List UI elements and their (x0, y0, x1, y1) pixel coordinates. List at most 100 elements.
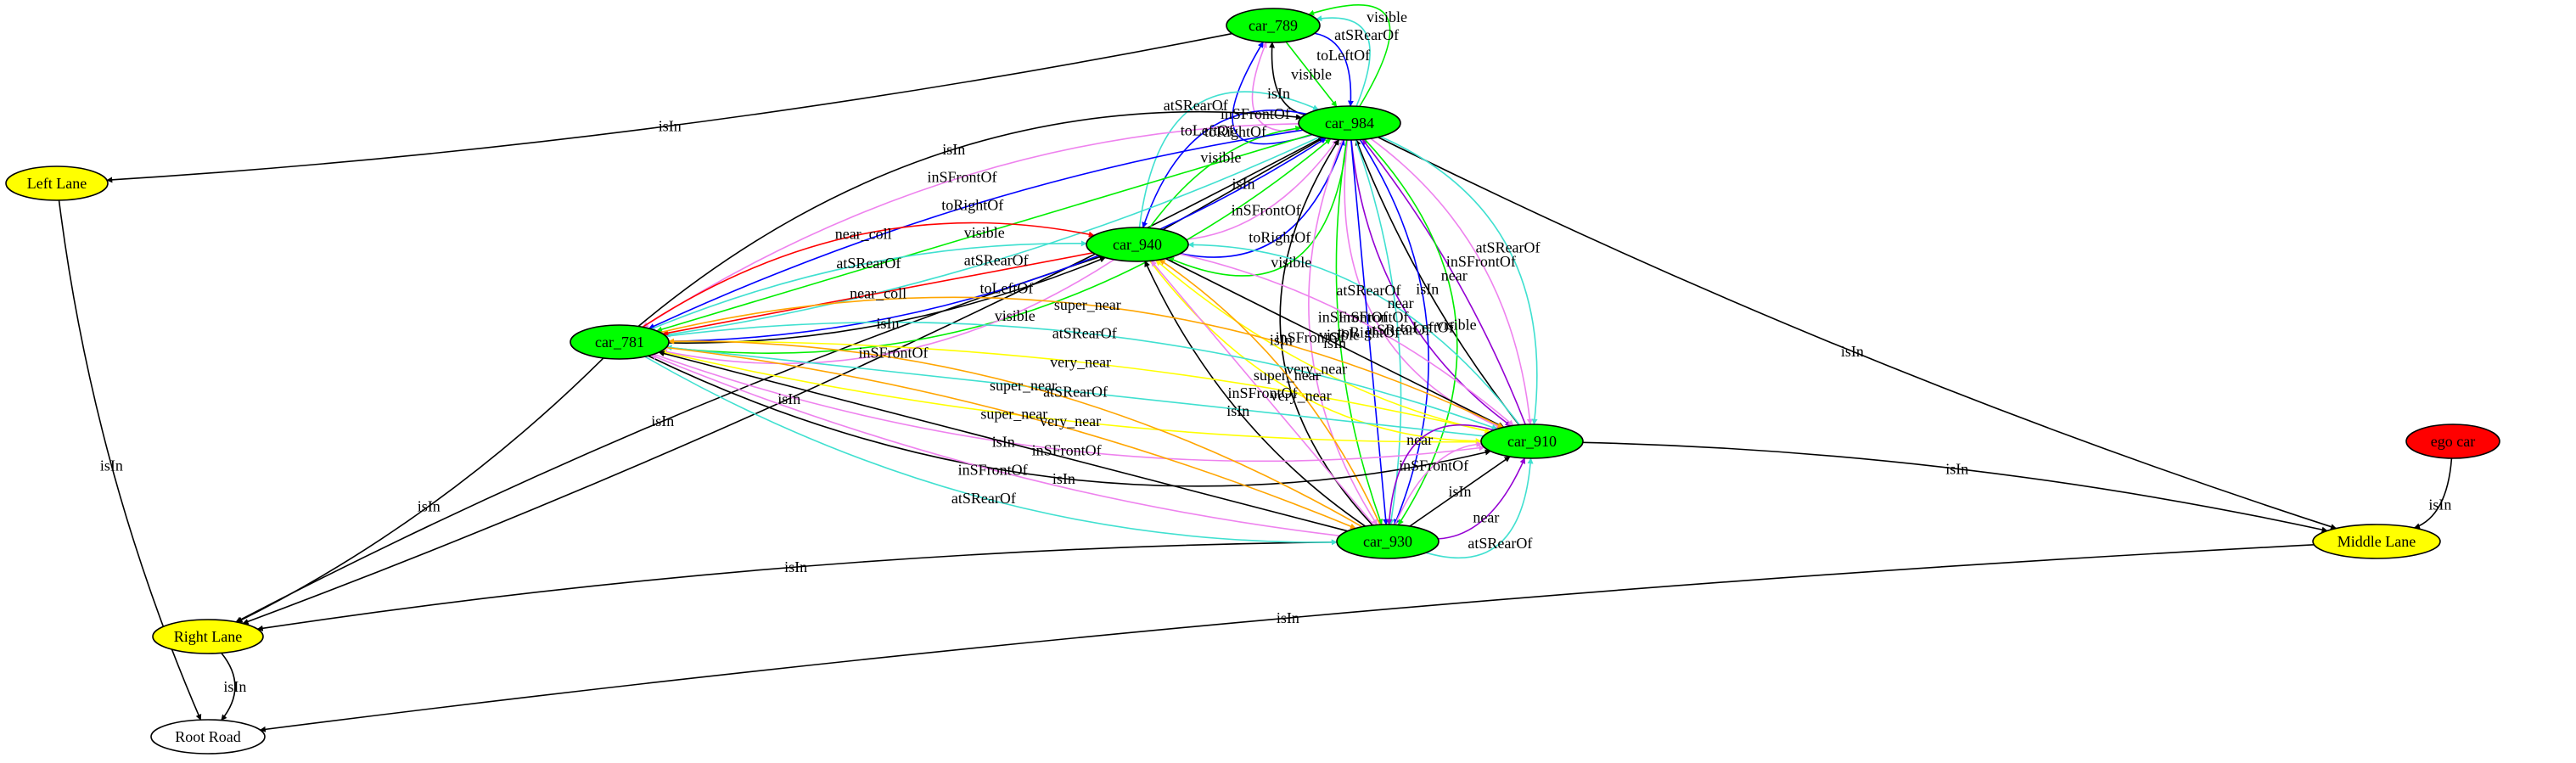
edge-label: isIn (651, 412, 674, 429)
edge-middle_lane-isIn-root_road (259, 544, 2315, 732)
edge-label: near (1441, 266, 1468, 283)
edge-label: visible (1319, 326, 1360, 343)
edge-label: inSFrontOf (1232, 202, 1301, 219)
edge-label: isIn (1945, 460, 1968, 477)
edge-label: isIn (418, 497, 441, 514)
node-shape (1226, 8, 1321, 43)
edge-label: atSRearOf (1052, 325, 1117, 342)
edge-label: inSFrontOf (1446, 253, 1516, 270)
edge-label: isIn (1267, 85, 1290, 102)
node-label: ego car (2431, 433, 2475, 450)
edge-label: toRightOf (941, 196, 1003, 213)
edge-layer (58, 4, 2453, 732)
edge-car_781-isIn-car_910 (648, 355, 1491, 487)
edge-label: atSRearOf (1334, 26, 1399, 43)
edge-ego_car-isIn-middle_lane (2414, 457, 2453, 530)
edge-label: inSFrontOf (1339, 308, 1408, 325)
edge-car_781-atSRearOf-car_930 (644, 356, 1338, 546)
edge-car_984-atSRearOf-car_781 (664, 136, 1321, 338)
edge-car_940-isIn-right_lane (235, 255, 1102, 623)
edge-label: isIn (784, 558, 807, 575)
edge-label: visible (1271, 254, 1311, 271)
edge-label: atSRearOf (1366, 322, 1430, 339)
edge-label: inSFrontOf (1221, 105, 1290, 122)
edge-label: near_coll (835, 226, 892, 243)
edge-car_984-atSRearOf-car_930 (1355, 139, 1402, 525)
node-shape (1336, 524, 1440, 559)
node-car-930: car_930 (1336, 524, 1440, 559)
edge-car_984-isIn-middle_lane (1378, 136, 2337, 530)
edge-label-layer: isIn isIn isIn isIn isIn isIn isIn isIn isIn isIn… (100, 8, 2452, 695)
edge-label: atSRearOf (1043, 383, 1108, 400)
edge-car_781-super_near-car_930 (665, 346, 1356, 530)
edge-label: inSFrontOf (1276, 328, 1345, 345)
edge-car_984-isIn-right_lane (242, 137, 1323, 625)
edge-car_984-inSFrontOf-car_930 (1308, 139, 1378, 526)
node-car-910: car_910 (1480, 424, 1584, 459)
edge-label: isIn (223, 678, 246, 695)
edge-right_lane-isIn-root_road (221, 652, 236, 721)
edge-label: very_near (1050, 354, 1111, 371)
edge-label: isIn (876, 315, 899, 332)
edge-label: visible (1436, 317, 1477, 334)
edge-car_910-near-car_930 (1386, 424, 1495, 525)
edge-car_940-very_near-car_910 (1149, 260, 1482, 445)
edge-car_910-atSRearOf-car_781 (665, 345, 1484, 437)
edge-car_930-super_near-car_940 (1159, 259, 1381, 525)
edge-car_789-toLeftOf-car_984 (1314, 32, 1354, 107)
edge-car_910-near-car_984 (1361, 138, 1526, 425)
edge-label: visible (964, 224, 1005, 241)
edge-label: inSFrontOf (858, 344, 928, 361)
edge-car_984-visible-car_930 (1335, 139, 1383, 525)
node-car-984: car_984 (1298, 105, 1401, 141)
edge-car_781-atSRearOf-car_910 (665, 321, 1498, 430)
edge-label: near_coll (850, 285, 906, 302)
edge-label: atSRearOf (1476, 239, 1541, 256)
edge-label: isIn (1841, 343, 1864, 360)
edge-label: atSRearOf (1164, 97, 1228, 114)
edge-label: near (1473, 508, 1499, 525)
edge-car_930-isIn-car_781 (658, 351, 1348, 532)
edge-car_910-atSRearOf-car_940 (1187, 241, 1520, 426)
edge-car_930-isIn-car_910 (1409, 456, 1511, 527)
edge-car_930-inSFrontOf-car_781 (650, 354, 1340, 537)
node-label: Root Road (175, 728, 241, 745)
edge-car_789-visible-car_984 (1285, 41, 1338, 108)
edge-car_940-inSFrontOf-car_910 (1179, 253, 1514, 426)
edge-label: toLeftOf (1316, 47, 1370, 64)
edge-car_781-super_near-car_910 (659, 296, 1504, 429)
edge-car_930-inSFrontOf-car_910 (1394, 440, 1483, 525)
edge-label: isIn (1323, 334, 1346, 351)
node-label: car_984 (1325, 115, 1374, 132)
edge-label: very_near (1271, 387, 1332, 404)
edge-label: inSFrontOf (1399, 457, 1468, 474)
edge-label: inSFrontOf (927, 169, 996, 186)
edge-label: very_near (1040, 412, 1101, 429)
edge-label: near (1406, 431, 1433, 448)
edge-car_930-isIn-car_940 (1144, 261, 1367, 527)
edge-car_984-inSFrontOf-car_910 (1370, 137, 1533, 425)
edge-car_781-toLeftOf-car_984 (668, 137, 1327, 343)
edge-label: isIn (1226, 402, 1249, 419)
edge-car_789-isIn-left_lane (106, 32, 1232, 183)
node-shape (2312, 524, 2441, 559)
node-shape (1086, 227, 1189, 262)
edge-label: isIn (1449, 483, 1472, 500)
edge-label: isIn (1277, 609, 1299, 626)
edge-car_940-inSFrontOf-car_984 (1186, 138, 1339, 240)
edge-label: toRightOf (1338, 324, 1400, 341)
edge-label: atSRearOf (1336, 282, 1400, 299)
edge-label: super_near (980, 405, 1047, 422)
edge-label: toLeftOf (1181, 121, 1234, 138)
edge-car_984-toRightOf-car_789 (1232, 41, 1313, 145)
edge-label: toLeftOf (979, 280, 1033, 297)
node-shape (1298, 105, 1401, 141)
edge-car_910-isIn-car_984 (1355, 139, 1520, 426)
edge-car_910-very_near-car_781 (659, 350, 1482, 443)
edge-car_984-atSRearOf-car_910 (1380, 136, 1538, 425)
node-label: car_930 (1363, 533, 1412, 550)
edge-car_940-inSFrontOf-car_781 (660, 259, 1115, 365)
edge-car_781-inSFrontOf-car_910 (654, 353, 1485, 463)
edge-car_984-toLeftOf-car_940 (1142, 109, 1307, 228)
edge-car_930-inSFrontOf-car_940 (1150, 260, 1375, 526)
